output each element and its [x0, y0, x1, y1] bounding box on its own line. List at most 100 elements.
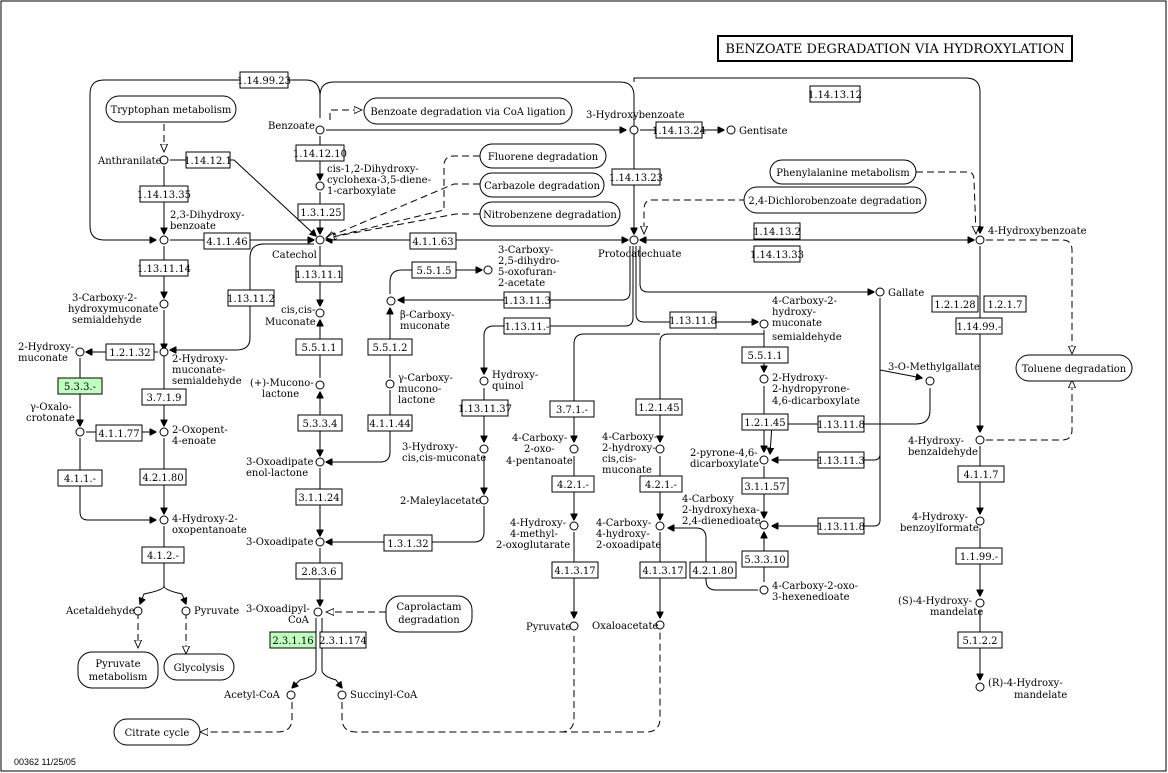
enzyme-4.1.1.-[interactable]: 4.1.1.-	[57, 469, 103, 487]
pathway-tryptophan-metabolism[interactable]: Tryptophan metabolism	[105, 95, 237, 123]
compound-node-4-hydroxybenzaldehyde[interactable]	[975, 435, 985, 445]
enzyme-1.13.11.14[interactable]: 1.13.11.14	[137, 259, 191, 277]
pathway-nitrobenzene-degradation[interactable]: Nitrobenzene degradation	[479, 201, 621, 227]
compound-node-cis-cis-muconate[interactable]	[315, 308, 325, 318]
compound-node-s-4-hydroxymandelate[interactable]	[975, 598, 985, 608]
compound-node-3-oxoadipyl-coa[interactable]	[313, 607, 323, 617]
compound-node-oxaloacetate[interactable]	[655, 620, 665, 630]
enzyme-5.1.2.2[interactable]: 5.1.2.2	[957, 631, 1003, 649]
compound-node-r-4-hydroxymandelate[interactable]	[975, 682, 985, 692]
compound-node-acetyl-coa[interactable]	[286, 690, 296, 700]
enzyme-1.13.11.8-b[interactable]: 1.13.11.8	[817, 415, 865, 433]
enzyme-4.2.1.-b[interactable]: 4.2.1.-	[639, 475, 683, 493]
enzyme-1.13.11.2[interactable]: 1.13.11.2	[227, 289, 275, 307]
enzyme-1.14.13.33[interactable]: 1.14.13.33	[750, 245, 804, 263]
compound-node-gentisate[interactable]	[726, 125, 736, 135]
enzyme-4.1.3.17-a[interactable]: 4.1.3.17	[551, 561, 599, 579]
compound-node-3-carboxy-2-hydroxymuconate-semialdehyde[interactable]	[159, 299, 169, 309]
compound-node-carboxydihydrooxofuran[interactable]	[483, 265, 493, 275]
compound-node-4-carboxy-2-oxo-3-hexenedioate[interactable]	[759, 585, 769, 595]
compound-node-2-hydroxymuconate-semialdehyde[interactable]	[159, 347, 169, 357]
pathway-toluene-degradation[interactable]: Toluene degradation	[1015, 354, 1133, 382]
pathway-glycolysis[interactable]: Glycolysis	[163, 653, 235, 681]
compound-node-3-oxoadipate[interactable]	[315, 537, 325, 547]
enzyme-3.7.1.9[interactable]: 3.7.1.9	[141, 388, 187, 406]
enzyme-1.2.1.45-a[interactable]: 1.2.1.45	[635, 398, 683, 416]
enzyme-5.3.3.4[interactable]: 5.3.3.4	[297, 414, 343, 432]
enzyme-1.13.11.8[interactable]: 1.13.11.8	[669, 311, 717, 329]
enzyme-4.1.3.17-b[interactable]: 4.1.3.17	[639, 561, 687, 579]
pathway-benzoate-coa-ligation[interactable]: Benzoate degradation via CoA ligation	[363, 97, 573, 125]
compound-node-4-hydroxybenzoylformate[interactable]	[975, 516, 985, 526]
enzyme-1.14.13.12[interactable]: 1.14.13.12	[808, 85, 862, 103]
compound-node-dihydrodiol[interactable]	[315, 181, 325, 191]
enzyme-1.2.1.28[interactable]: 1.2.1.28	[931, 295, 979, 313]
enzyme-1.14.99.-[interactable]: 1.14.99.-	[955, 317, 1003, 335]
enzyme-3.7.1.-[interactable]: 3.7.1.-	[549, 400, 595, 418]
compound-node-4-hydroxy-4-methyl-2-oxoglutarate[interactable]	[569, 521, 579, 531]
enzyme-1.13.11.1[interactable]: 1.13.11.1	[295, 265, 343, 283]
enzyme-1.14.99.23[interactable]: 1.14.99.23	[237, 71, 291, 89]
compound-node-4-carboxy-4-hydroxy-2-oxoadipate[interactable]	[655, 521, 665, 531]
enzyme-1.1.99.-[interactable]: 1.1.99.-	[955, 547, 1003, 565]
compound-node-4-carboxy-2-oxo-4-pentanoate[interactable]	[569, 444, 579, 454]
compound-node-3-o-methylgallate[interactable]	[925, 376, 935, 386]
compound-node-anthranilate[interactable]	[159, 155, 169, 165]
enzyme-1.13.11.8-c[interactable]: 1.13.11.8	[817, 517, 865, 535]
compound-node-acetaldehyde[interactable]	[133, 606, 143, 616]
enzyme-5.5.1.1-b[interactable]: 5.5.1.1	[741, 346, 789, 364]
enzyme-4.1.1.77[interactable]: 4.1.1.77	[95, 424, 143, 442]
enzyme-1.13.11.3-b[interactable]: 1.13.11.3	[817, 451, 865, 469]
compound-node-4-hydroxybenzoate[interactable]	[975, 235, 985, 245]
enzyme-1.14.13.35[interactable]: 1.14.13.35	[137, 185, 191, 203]
compound-node-3-hydroxy-cis-cis-muconate[interactable]	[479, 444, 489, 454]
compound-node-3-oxoadipate-enol-lactone[interactable]	[315, 457, 325, 467]
compound-node-2-pyrone-46-dicarboxylate[interactable]	[759, 455, 769, 465]
pathway-dichlorobenzoate-degradation[interactable]: 2,4-Dichlorobenzoate degradation	[743, 186, 927, 214]
compound-node-2-hydroxymuconate[interactable]	[75, 347, 85, 357]
compound-node-4-carboxy-2-hydroxymuconate-semialdehyde[interactable]	[759, 319, 769, 329]
enzyme-5.5.1.5[interactable]: 5.5.1.5	[411, 261, 457, 279]
pathway-citrate-cycle[interactable]: Citrate cycle	[113, 718, 201, 746]
pathway-phenylalanine-metabolism[interactable]: Phenylalanine metabolism	[769, 159, 917, 185]
compound-node-hydroxyquinol[interactable]	[479, 376, 489, 386]
enzyme-1.13.11.-[interactable]: 1.13.11.-	[503, 317, 551, 335]
pathway-carbazole-degradation[interactable]: Carbazole degradation	[479, 172, 605, 198]
enzyme-1.3.1.32[interactable]: 1.3.1.32	[383, 534, 433, 552]
enzyme-3.1.1.57[interactable]: 3.1.1.57	[741, 477, 789, 495]
enzyme-3.1.1.24[interactable]: 3.1.1.24	[295, 488, 343, 506]
enzyme-1.14.12.1[interactable]: 1.14.12.1	[184, 151, 232, 169]
enzyme-4.2.1.-a[interactable]: 4.2.1.-	[551, 475, 595, 493]
compound-node-4-carboxy-2-hydroxy-cis-cis-muconate[interactable]	[655, 444, 665, 454]
enzyme-4.1.1.7[interactable]: 4.1.1.7	[957, 465, 1005, 483]
enzyme-1.14.13.23[interactable]: 1.14.13.23	[609, 168, 663, 186]
compound-node-23-dihydroxybenzoate[interactable]	[159, 235, 169, 245]
enzyme-5.3.3.-[interactable]: 5.3.3.-	[57, 377, 103, 395]
compound-node-2-oxopent-4-enoate[interactable]	[159, 427, 169, 437]
enzyme-2.3.1.174[interactable]: 2.3.1.174	[319, 631, 367, 649]
enzyme-1.13.11.3[interactable]: 1.13.11.3	[503, 291, 551, 309]
enzyme-4.1.1.46[interactable]: 4.1.1.46	[203, 232, 251, 250]
compound-node-muconolactone[interactable]	[315, 380, 325, 390]
enzyme-1.2.1.32[interactable]: 1.2.1.32	[105, 343, 155, 361]
enzyme-1.14.13.24[interactable]: 1.14.13.24	[652, 121, 706, 139]
enzyme-5.5.1.2[interactable]: 5.5.1.2	[367, 338, 413, 356]
compound-node-beta-carboxymuconate[interactable]	[386, 296, 396, 306]
compound-node-pyruvate[interactable]	[181, 606, 191, 616]
compound-node-gamma-oxalocrotonate[interactable]	[75, 427, 85, 437]
compound-node-gallate[interactable]	[875, 287, 885, 297]
compound-node-4-hydroxy-2-oxopentanoate[interactable]	[159, 515, 169, 525]
compound-node-pyruvate-2[interactable]	[569, 621, 579, 631]
pathway-fluorene-degradation[interactable]: Fluorene degradation	[479, 143, 607, 169]
enzyme-1.14.13.2[interactable]: 1.14.13.2	[753, 222, 801, 240]
enzyme-4.1.1.44[interactable]: 4.1.1.44	[367, 414, 413, 432]
enzyme-2.3.1.16[interactable]: 2.3.1.16	[269, 631, 317, 649]
compound-node-catechol[interactable]	[315, 235, 325, 245]
compound-node-gamma-carboxymuconolactone[interactable]	[385, 379, 395, 389]
enzyme-1.13.11.37[interactable]: 1.13.11.37	[458, 399, 512, 417]
compound-node-hydroxyhydropyrone[interactable]	[759, 374, 769, 384]
enzyme-5.5.1.1-a[interactable]: 5.5.1.1	[295, 338, 343, 356]
enzyme-1.3.1.25[interactable]: 1.3.1.25	[297, 203, 345, 221]
compound-node-succinyl-coa[interactable]	[337, 690, 347, 700]
